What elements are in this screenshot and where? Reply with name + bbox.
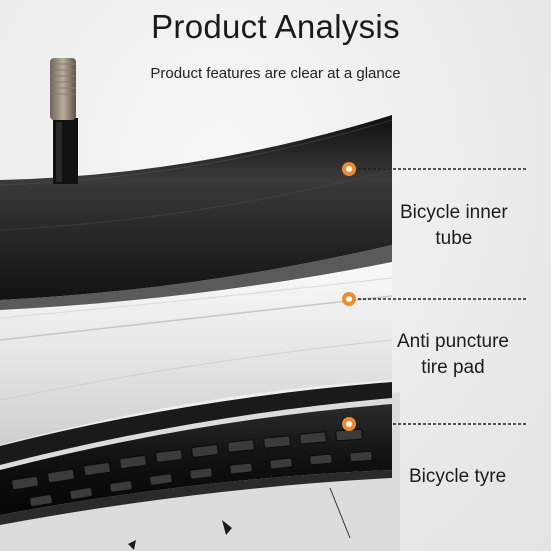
- callout-label-inner-tube: Bicycle inner tube: [400, 200, 508, 252]
- callout-label-line: tube: [435, 228, 473, 249]
- bicycle-tyre-graphic: [0, 360, 400, 551]
- callout-label-tire-pad: Anti puncture tire pad: [397, 329, 509, 381]
- callout-label-line: Bicycle inner: [400, 202, 508, 223]
- callout-label-tyre: Bicycle tyre: [409, 464, 506, 490]
- callout-pad-marker: [342, 292, 528, 306]
- callout-tube-marker: [342, 162, 528, 176]
- callout-label-line: Bicycle tyre: [409, 466, 507, 487]
- page-title: Product Analysis: [151, 8, 400, 45]
- anti-puncture-pad-graphic: [0, 259, 393, 445]
- callout-tyre-marker: [342, 417, 528, 431]
- callout-label-line: tire pad: [421, 357, 485, 378]
- valve-graphic: [50, 58, 78, 184]
- callout-label-line: Anti puncture: [397, 331, 509, 352]
- page-subtitle: Product features are clear at a glance: [150, 65, 401, 82]
